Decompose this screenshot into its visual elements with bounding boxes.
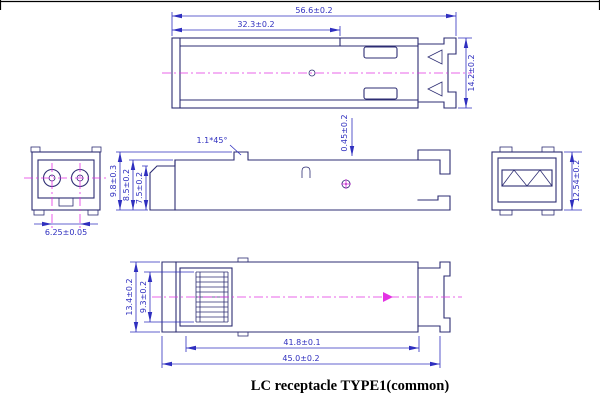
dim-overall-length: 56.6±0.2 bbox=[295, 6, 332, 15]
dim-width-inner: 9.3±0.2 bbox=[139, 281, 148, 313]
module-outline-bottom bbox=[161, 257, 451, 337]
dim-port-pitch: 6.25±0.05 bbox=[45, 228, 87, 237]
dim-height-nose: 7.5±0.2 bbox=[135, 172, 144, 204]
centerlines-front-view bbox=[24, 163, 108, 228]
module-outline-rear bbox=[491, 146, 563, 216]
drawing-title: LC receptacle TYPE1(common) bbox=[251, 378, 450, 394]
dim-module-width: 14.2±0.2 bbox=[467, 54, 476, 91]
mold-mark bbox=[301, 166, 311, 178]
front-view: 6.25±0.05 bbox=[24, 146, 108, 237]
dimensions-side-view: 1.1*45° 0.45±0.2 9.8±0.3 8.5±0.2 7.5±0.2 bbox=[109, 114, 355, 211]
module-outline-side bbox=[149, 149, 451, 211]
dim-chamfer: 1.1*45° bbox=[197, 136, 228, 145]
direction-arrow-marker bbox=[383, 292, 393, 302]
dimensions-rear-view: 12.54±0.2 bbox=[564, 151, 582, 211]
bottom-view: 13.4±0.2 9.3±0.2 41.8±0.1 45.0±0.2 bbox=[125, 257, 462, 368]
dim-rear-height: 12.54±0.2 bbox=[572, 160, 581, 202]
dim-step: 0.45±0.2 bbox=[340, 114, 349, 151]
dimensions-front-view: 6.25±0.05 bbox=[34, 221, 98, 237]
dim-body-length: 32.3±0.2 bbox=[237, 20, 274, 29]
dim-length-overall: 45.0±0.2 bbox=[282, 354, 319, 363]
edge-connector bbox=[501, 169, 553, 187]
dimensions-top-view: 56.6±0.2 32.3±0.2 14.2±0.2 bbox=[171, 6, 476, 109]
top-view: 56.6±0.2 32.3±0.2 14.2±0.2 bbox=[162, 6, 476, 109]
rear-view: 12.54±0.2 bbox=[491, 146, 582, 216]
side-view: 1.1*45° 0.45±0.2 9.8±0.3 8.5±0.2 7.5±0.2 bbox=[109, 114, 451, 211]
dim-height-max: 9.8±0.3 bbox=[109, 165, 118, 197]
dimensions-bottom-view: 13.4±0.2 9.3±0.2 41.8±0.1 45.0±0.2 bbox=[125, 261, 441, 368]
dim-width-outer: 13.4±0.2 bbox=[125, 278, 134, 315]
dim-length-inner: 41.8±0.1 bbox=[283, 338, 320, 347]
center-mark-side bbox=[341, 179, 351, 189]
dim-height-body: 8.5±0.2 bbox=[122, 169, 131, 201]
receptacle-outline bbox=[30, 146, 102, 216]
